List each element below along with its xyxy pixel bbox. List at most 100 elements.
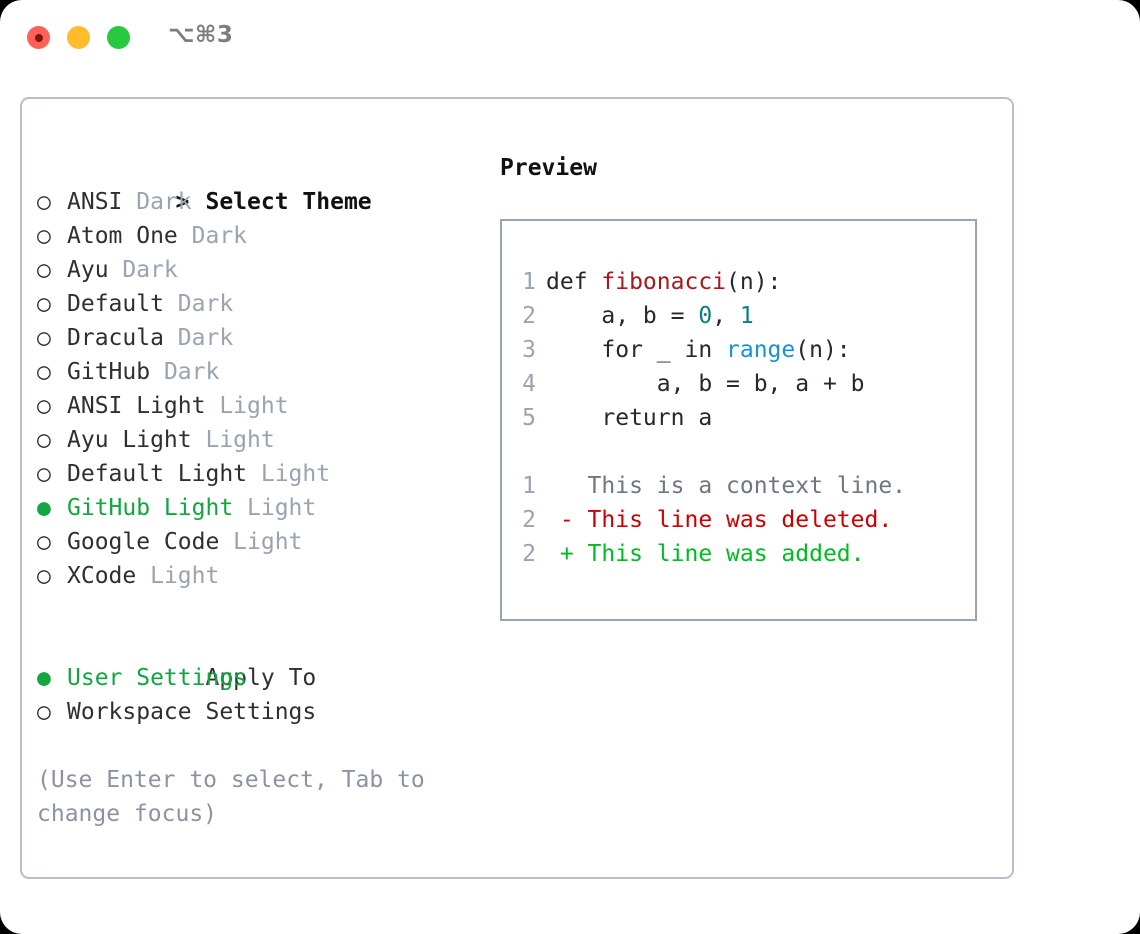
theme-item-category: Light bbox=[136, 563, 220, 589]
select-theme-heading-label: Select Theme bbox=[205, 189, 372, 215]
theme-item-category: Dark bbox=[163, 291, 234, 317]
apply-to-item-user-settings[interactable]: ● User Settings bbox=[37, 661, 477, 695]
theme-item-label: Ayu bbox=[67, 257, 109, 283]
theme-item-default[interactable]: ○ Default Dark bbox=[37, 287, 477, 321]
preview-title: Preview bbox=[500, 155, 597, 181]
code-token: 1 bbox=[739, 303, 754, 329]
code-line: 3 for _ in range(n): bbox=[514, 333, 906, 367]
code-line: 2 + This line was added. bbox=[514, 537, 906, 571]
theme-item-label: Default bbox=[67, 291, 164, 317]
radio-unselected-icon: ○ bbox=[37, 563, 65, 589]
main-panel: > Select Theme ○ ANSI Dark○ Atom One Dar… bbox=[20, 97, 1014, 879]
radio-unselected-icon: ○ bbox=[37, 427, 65, 453]
theme-item-category: Light bbox=[205, 393, 289, 419]
radio-selected-icon: ● bbox=[37, 665, 65, 691]
theme-item-google-code[interactable]: ○ Google Code Light bbox=[37, 525, 477, 559]
theme-item-label: GitHub bbox=[67, 359, 151, 385]
code-line: 5 return a bbox=[514, 401, 906, 435]
theme-item-label: Atom One bbox=[67, 223, 178, 249]
code-line bbox=[514, 435, 906, 469]
line-number: 3 bbox=[522, 337, 536, 363]
theme-item-category: Light bbox=[219, 529, 303, 555]
line-number: 2 bbox=[522, 507, 536, 533]
theme-item-github-light[interactable]: ● GitHub Light Light bbox=[37, 491, 477, 525]
code-token: range bbox=[726, 337, 796, 363]
radio-unselected-icon: ○ bbox=[37, 223, 65, 249]
theme-item-xcode[interactable]: ○ XCode Light bbox=[37, 559, 477, 593]
line-number: 2 bbox=[522, 541, 536, 567]
traffic-lights bbox=[27, 26, 130, 49]
code-token: , bbox=[712, 303, 740, 329]
theme-item-label: ANSI bbox=[67, 189, 123, 215]
code-token: 0 bbox=[698, 303, 713, 329]
apply-to-item-label: User Settings bbox=[67, 665, 248, 691]
radio-unselected-icon: ○ bbox=[37, 529, 65, 555]
section-spacer bbox=[37, 593, 477, 627]
minimize-window-button[interactable] bbox=[67, 26, 90, 49]
code-token: fibonacci bbox=[601, 269, 727, 295]
radio-unselected-icon: ○ bbox=[37, 359, 65, 385]
heading-caret-icon: > bbox=[175, 189, 204, 215]
apply-to-list: ● User Settings○ Workspace Settings bbox=[37, 661, 477, 729]
theme-item-label: XCode bbox=[67, 563, 137, 589]
theme-item-label: Google Code bbox=[67, 529, 220, 555]
theme-selector-column: > Select Theme ○ ANSI Dark○ Atom One Dar… bbox=[37, 151, 477, 831]
code-line: 2 a, b = 0, 1 bbox=[514, 299, 906, 333]
code-token: - This line was deleted. bbox=[546, 507, 893, 533]
theme-item-default-light[interactable]: ○ Default Light Light bbox=[37, 457, 477, 491]
code-token: + This line was added. bbox=[546, 541, 865, 567]
apply-to-item-label: Workspace Settings bbox=[67, 699, 317, 725]
title-bar: ⌥⌘3 bbox=[0, 0, 1140, 78]
code-token: return a bbox=[546, 405, 713, 431]
theme-item-category: Dark bbox=[122, 189, 192, 215]
theme-list: ○ ANSI Dark○ Atom One Dark○ Ayu Dark○ De… bbox=[37, 185, 477, 593]
radio-selected-icon: ● bbox=[37, 495, 65, 521]
theme-item-category: Dark bbox=[163, 325, 234, 351]
code-token: This is a context line. bbox=[546, 473, 907, 499]
line-number: 2 bbox=[522, 303, 536, 329]
code-line: 2 - This line was deleted. bbox=[514, 503, 906, 537]
theme-item-ayu[interactable]: ○ Ayu Dark bbox=[37, 253, 477, 287]
help-text: (Use Enter to select, Tab to change focu… bbox=[37, 767, 425, 827]
theme-item-dracula[interactable]: ○ Dracula Dark bbox=[37, 321, 477, 355]
code-token: (n): bbox=[795, 337, 851, 363]
apply-to-heading-label: Apply To bbox=[205, 665, 317, 691]
theme-item-ansi-light[interactable]: ○ ANSI Light Light bbox=[37, 389, 477, 423]
apply-to-item-workspace-settings[interactable]: ○ Workspace Settings bbox=[37, 695, 477, 729]
radio-unselected-icon: ○ bbox=[37, 189, 65, 215]
radio-unselected-icon: ○ bbox=[37, 325, 65, 351]
line-number: 1 bbox=[522, 473, 536, 499]
theme-item-ansi[interactable]: ○ ANSI Dark bbox=[37, 185, 477, 219]
theme-item-label: ANSI Light bbox=[67, 393, 206, 419]
close-window-button[interactable] bbox=[27, 26, 50, 49]
radio-unselected-icon: ○ bbox=[37, 291, 65, 317]
line-number: 5 bbox=[522, 405, 536, 431]
theme-item-ayu-light[interactable]: ○ Ayu Light Light bbox=[37, 423, 477, 457]
radio-unselected-icon: ○ bbox=[37, 257, 65, 283]
theme-item-category: Dark bbox=[150, 359, 220, 385]
theme-item-category: Dark bbox=[177, 223, 248, 249]
theme-item-label: Ayu Light bbox=[67, 427, 192, 453]
theme-item-github[interactable]: ○ GitHub Dark bbox=[37, 355, 477, 389]
theme-item-label: Default Light bbox=[67, 461, 248, 487]
select-theme-heading: > Select Theme bbox=[37, 151, 477, 215]
code-line: 4 a, b = b, a + b bbox=[514, 367, 906, 401]
theme-item-atom-one[interactable]: ○ Atom One Dark bbox=[37, 219, 477, 253]
line-number: 4 bbox=[522, 371, 536, 397]
keyboard-shortcut-label: ⌥⌘3 bbox=[168, 22, 234, 48]
code-token: (n): bbox=[726, 269, 782, 295]
maximize-window-button[interactable] bbox=[107, 26, 130, 49]
code-token: def bbox=[546, 269, 602, 295]
code-token: for _ in bbox=[546, 337, 727, 363]
code-token: a, b = b, a + b bbox=[546, 371, 865, 397]
theme-item-label: Dracula bbox=[67, 325, 164, 351]
theme-item-category: Light bbox=[247, 461, 331, 487]
radio-unselected-icon: ○ bbox=[37, 461, 65, 487]
theme-item-category: Light bbox=[233, 495, 317, 521]
theme-item-category: Dark bbox=[108, 257, 178, 283]
